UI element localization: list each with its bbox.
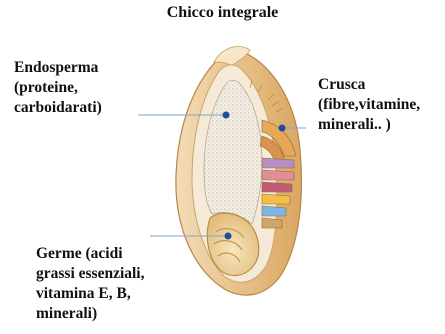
germe-label-line: minerali) (36, 304, 145, 324)
crusca-label-line: (fibre,vitamine, (318, 95, 420, 115)
crusca-label-line: minerali.. ) (318, 115, 420, 135)
germe-label-line: Germe (acidi (36, 244, 145, 264)
germe-label-line: grassi essenziali, (36, 264, 145, 284)
endosperm-marker (223, 112, 230, 119)
endosperm-label-line: Endosperma (14, 58, 102, 78)
crusca-label-line: Crusca (318, 75, 420, 95)
germe-marker (225, 233, 232, 240)
endosperm-label: Endosperma (proteine, carboidarati) (14, 58, 102, 118)
endosperm-label-line: carboidarati) (14, 98, 102, 118)
crusca-label: Crusca (fibre,vitamine, minerali.. ) (318, 75, 420, 135)
endosperm-label-line: (proteine, (14, 78, 102, 98)
crusca-marker (279, 125, 286, 132)
germe-label: Germe (acidi grassi essenziali, vitamina… (36, 244, 145, 324)
germe-label-line: vitamina E, B, (36, 284, 145, 304)
